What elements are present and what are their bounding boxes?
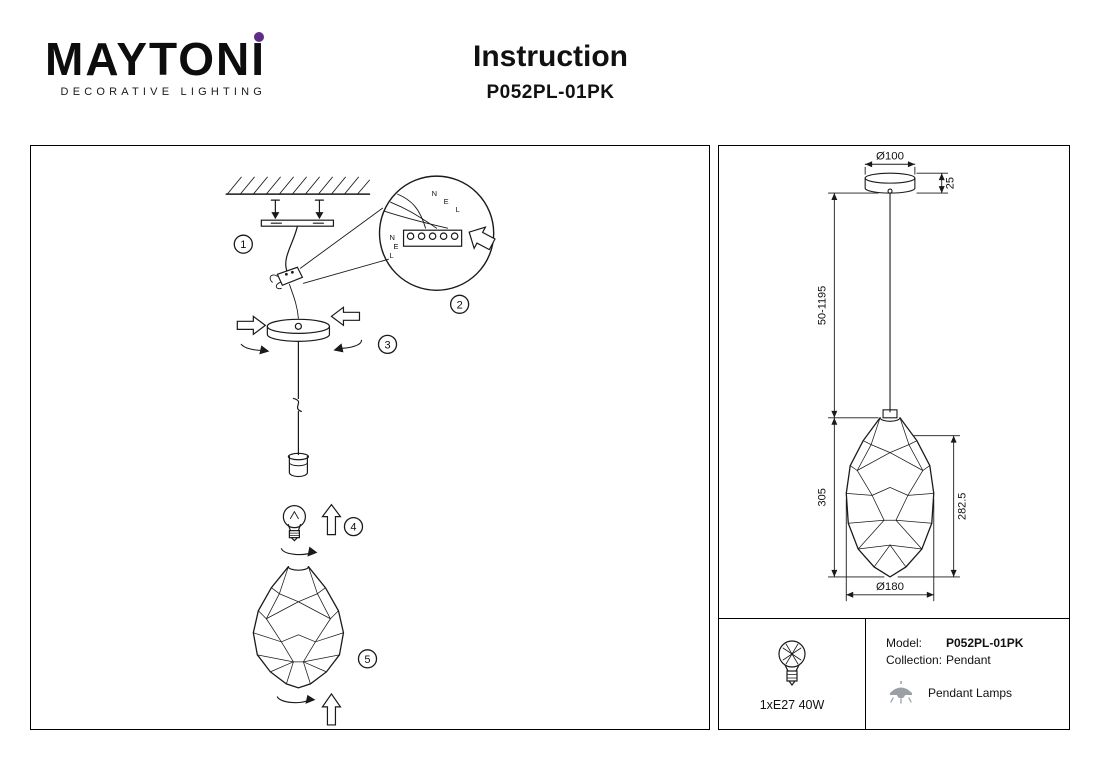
lamp-spec-cell: 1xE27 40W bbox=[719, 619, 866, 729]
assembly-diagram: 1 bbox=[225, 175, 496, 726]
wire-label-e: E bbox=[444, 197, 449, 206]
spec-row: 1xE27 40W Model: P052PL-01PK Collection:… bbox=[719, 618, 1069, 729]
doc-title: Instruction bbox=[473, 40, 628, 73]
step-3-badge: 3 bbox=[377, 334, 398, 355]
glass-height-label: 282.5 bbox=[957, 493, 969, 520]
product-info-cell: Model: P052PL-01PK Collection: Pendant bbox=[866, 619, 1069, 729]
pendant-lamp-icon bbox=[890, 681, 912, 704]
collection-line: Collection: Pendant bbox=[886, 652, 1069, 669]
logo-dot-icon bbox=[254, 32, 265, 42]
wire-label-n: N bbox=[432, 189, 437, 198]
step-5-badge: 5 bbox=[357, 649, 378, 669]
category-value: Pendant Lamps bbox=[928, 686, 1013, 700]
insert-up-arrow-icon bbox=[321, 503, 342, 536]
dimension-panel: Ø100 25 bbox=[718, 145, 1070, 730]
step-5-number: 5 bbox=[364, 654, 370, 666]
step-1-badge: 1 bbox=[233, 234, 253, 254]
bulb-icon bbox=[778, 639, 806, 686]
step-4-number: 4 bbox=[350, 522, 356, 534]
step-2-badge: 2 bbox=[449, 294, 470, 314]
wiring-detail-circle: N E L N E L bbox=[378, 175, 496, 291]
dimension-drawing-area: Ø100 25 bbox=[719, 146, 1069, 618]
brand-tagline: DECORATIVE LIGHTING bbox=[60, 86, 267, 98]
wire-connector bbox=[269, 225, 304, 290]
brand-text: MAYTONI bbox=[45, 33, 267, 85]
category-line: Pendant Lamps bbox=[886, 681, 1069, 705]
model-line: Model: P052PL-01PK bbox=[886, 635, 1069, 652]
dim-canopy bbox=[864, 172, 916, 194]
dim-canopy-diameter: Ø100 bbox=[864, 150, 916, 175]
wire-label-n2: N bbox=[390, 233, 395, 242]
assembly-panel: 1 bbox=[30, 145, 710, 730]
dim-shade-height: 305 bbox=[816, 417, 885, 578]
dim-shade-diameter: Ø180 bbox=[845, 498, 935, 602]
wire-label-l2: L bbox=[390, 251, 394, 260]
canopy-diameter-label: Ø100 bbox=[876, 150, 904, 162]
canopy-height-label: 25 bbox=[945, 177, 957, 189]
wire-label-e2: E bbox=[394, 242, 399, 251]
mounting-bracket bbox=[260, 199, 335, 227]
doc-model-number: P052PL-01PK bbox=[486, 82, 615, 103]
model-value: P052PL-01PK bbox=[946, 636, 1024, 650]
dimension-drawing: Ø100 25 bbox=[816, 150, 969, 602]
lamp-socket bbox=[287, 452, 310, 478]
step-3-number: 3 bbox=[384, 339, 390, 351]
brand-wordmark: MAYTONI bbox=[45, 32, 267, 85]
step-2-number: 2 bbox=[457, 299, 463, 311]
canopy bbox=[266, 318, 331, 342]
twist-arrow-bottom bbox=[276, 694, 316, 704]
step-1-number: 1 bbox=[240, 239, 246, 251]
glass-shade bbox=[252, 566, 345, 689]
dim-shade bbox=[845, 409, 935, 578]
twist-arrow-top bbox=[280, 546, 318, 557]
suspension-length-label: 50-1195 bbox=[816, 286, 828, 325]
insert-arrow-icon bbox=[468, 226, 496, 251]
dim-canopy-height: 25 bbox=[916, 172, 957, 194]
shade-height-label: 305 bbox=[816, 488, 828, 506]
dim-glass-height: 282.5 bbox=[897, 435, 969, 578]
step-4-badge: 4 bbox=[343, 516, 364, 537]
canopy-slide-arrows bbox=[236, 306, 363, 355]
brand-logo: MAYTONI DECORATIVE LIGHTING bbox=[45, 32, 267, 98]
shade-diameter-label: Ø180 bbox=[876, 581, 904, 593]
collection-value: Pendant bbox=[946, 653, 991, 667]
dim-suspension-length: 50-1195 bbox=[816, 192, 879, 419]
shade-up-arrow-icon bbox=[321, 692, 342, 726]
bulb bbox=[282, 504, 307, 542]
ceiling-hatch bbox=[225, 176, 371, 195]
wire-label-l: L bbox=[456, 205, 460, 214]
collection-label: Collection: bbox=[886, 653, 943, 667]
lamp-spec-label: 1xE27 40W bbox=[759, 697, 825, 712]
title-block: Instruction P052PL-01PK bbox=[0, 40, 1101, 104]
model-label: Model: bbox=[886, 636, 923, 650]
suspension-cable bbox=[292, 340, 302, 456]
